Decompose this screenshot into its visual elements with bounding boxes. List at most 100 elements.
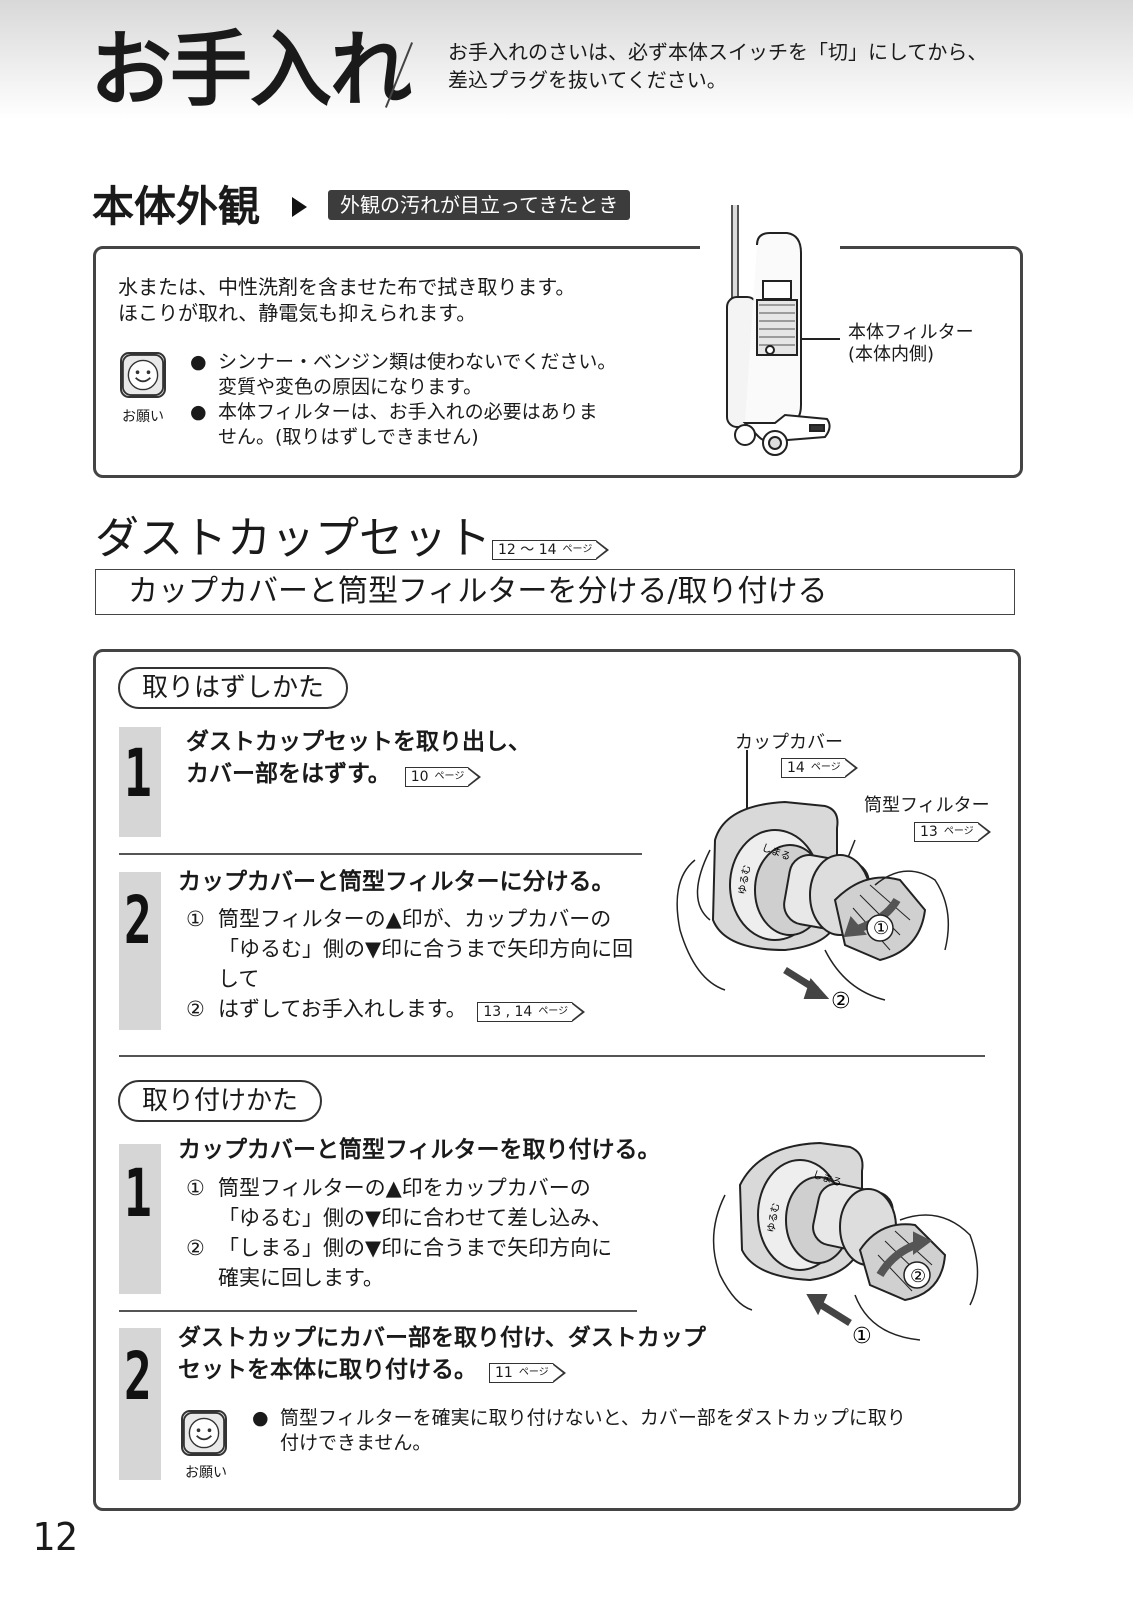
pageref-unit: ページ	[810, 762, 841, 773]
removal-step2-ref[interactable]: 13 , 14 ページ	[477, 1001, 585, 1022]
substep-line: 「ゆるむ」側の▼印に合わせて差し込み、	[218, 1206, 613, 1230]
divider	[119, 1055, 985, 1057]
removal-step2-head: カップカバーと筒型フィルターに分ける。	[178, 869, 615, 895]
attach-step2-line2: セットを本体に取り付ける。	[178, 1357, 477, 1383]
bullet-item: ● シンナー・ベンジン類は使わないでください。 変質や変色の原因になります。	[190, 350, 616, 400]
pageref-number: 14	[787, 760, 805, 776]
exterior-text-line2: ほこりが取れ、静電気も抑えられます。	[118, 301, 477, 325]
dust-cup-removal-illustration: ① ② しまる ゆるむ	[676, 750, 950, 1014]
pageref-unit: ページ	[562, 544, 593, 555]
attach-step1-substeps: ① 筒型フィルターの▲印をカップカバーの 「ゆるむ」側の▼印に合わせて差し込み、…	[186, 1173, 612, 1293]
removal-step1-text: ダストカップセットを取り出し、 カバー部をはずす。 10 ページ	[186, 726, 531, 790]
exterior-text: 水または、中性洗剤を含ませた布で拭き取ります。 ほこりが取れ、静電気も抑えられま…	[118, 274, 575, 326]
divider	[119, 1310, 637, 1312]
smile-face-icon	[181, 1410, 227, 1456]
header-note: お手入れのさいは、必ず本体スイッチを「切」にしてから、 差込プラグを抜いてくださ…	[448, 38, 987, 94]
arrow-right-icon	[292, 197, 307, 217]
filter-label-line2: (本体内側)	[848, 344, 935, 365]
circled-number: ①	[852, 1324, 872, 1349]
bullet-item: ● 本体フィルターは、お手入れの必要はありま せん。(取りはずしできません)	[190, 400, 616, 450]
attach-step2-ref[interactable]: 11 ページ	[489, 1362, 566, 1383]
bullet2-line2: せん。(取りはずしできません)	[218, 426, 479, 448]
circled-number: ①	[186, 1176, 205, 1200]
vacuum-cleaner-illustration	[726, 205, 831, 456]
header-note-line1: お手入れのさいは、必ず本体スイッチを「切」にしてから、	[448, 40, 988, 64]
attach-step2-text: ダストカップにカバー部を取り付け、ダストカップ セットを本体に取り付ける。 11…	[178, 1322, 706, 1386]
substep-line: 筒型フィルターの▲印をカップカバーの	[218, 1176, 591, 1200]
page-number: 12	[32, 1515, 78, 1559]
dustcup-title-ref[interactable]: 12 ～ 14 ページ	[492, 539, 610, 560]
dial-text: ゆるむ	[765, 1202, 782, 1234]
dustcup-subtitle: カップカバーと筒型フィルターを分ける/取り付ける	[128, 574, 828, 609]
pageref-unit: ページ	[434, 771, 465, 782]
circled-number: ②	[186, 997, 205, 1021]
substep-line: 「ゆるむ」側の▼印に合うまで矢印方向に回	[218, 937, 634, 961]
exterior-tag: 外観の汚れが目立ってきたとき	[328, 190, 631, 220]
exterior-bullets: ● シンナー・ベンジン類は使わないでください。 変質や変色の原因になります。 ●…	[190, 350, 616, 450]
pageref-number: 10	[410, 769, 429, 785]
step-bar	[119, 727, 161, 837]
page-title: お手入れ	[90, 23, 412, 118]
attach-note-line2: 付けできません。	[280, 1432, 432, 1454]
filter-label: 本体フィルター (本体内側)	[848, 322, 974, 366]
circled-number: ②	[831, 989, 851, 1014]
attach-step1-head: カップカバーと筒型フィルターを取り付ける。	[178, 1137, 661, 1163]
header-note-line2: 差込プラグを抜いてください。	[448, 68, 727, 92]
step-number: 1	[124, 1155, 152, 1232]
removal-step2-substeps: ① 筒型フィルターの▲印が、カップカバーの 「ゆるむ」側の▼印に合うまで矢印方向…	[186, 904, 633, 1024]
substep-line: 筒型フィルターの▲印が、カップカバーの	[218, 907, 612, 931]
pageref-number: 11	[495, 1365, 513, 1381]
dustcup-title: ダストカップセット	[95, 513, 491, 564]
exterior-text-line1: 水または、中性洗剤を含ませた布で拭き取ります。	[118, 275, 576, 299]
substep-line: はずしてお手入れします。	[218, 997, 467, 1021]
removal-step1-line2: カバー部をはずす。	[186, 761, 391, 787]
removal-step1-ref[interactable]: 10 ページ	[404, 766, 481, 787]
substep-line: 「しまる」側の▼印に合うまで矢印方向に	[218, 1236, 613, 1260]
circled-number: ①	[186, 907, 205, 931]
bullet-dot-icon: ●	[252, 1407, 269, 1429]
cup-cover-ref[interactable]: 14 ページ	[781, 757, 858, 778]
attach-note-line1: 筒型フィルターを確実に取り付けないと、カバー部をダストカップに取り	[280, 1407, 906, 1429]
pageref-number: 12 ～ 14	[498, 542, 557, 558]
step-bar	[119, 872, 161, 1030]
step-number: 2	[124, 882, 152, 959]
circled-number: ②	[910, 1266, 926, 1287]
subtitle-box	[95, 569, 1015, 615]
removal-step1-line1: ダストカップセットを取り出し、	[186, 729, 531, 755]
divider	[119, 853, 642, 855]
bullet-dot-icon: ●	[190, 351, 207, 373]
bullet1-line1: シンナー・ベンジン類は使わないでください。	[218, 351, 617, 373]
pageref-number: 13 , 14	[483, 1004, 533, 1020]
cup-cover-label: カップカバー	[735, 732, 843, 753]
exterior-box	[93, 246, 1023, 478]
filter-ref[interactable]: 13 ページ	[914, 821, 991, 842]
bullet2-line1: 本体フィルターは、お手入れの必要はありま	[218, 401, 598, 423]
attach-heading: 取り付けかた	[118, 1080, 323, 1122]
filter-label: 筒型フィルター	[864, 795, 990, 816]
bullet1-line2: 変質や変色の原因になります。	[218, 376, 483, 398]
attach-step2-line1: ダストカップにカバー部を取り付け、ダストカップ	[178, 1325, 706, 1351]
attach-note: ● 筒型フィルターを確実に取り付けないと、カバー部をダストカップに取り 付けでき…	[252, 1406, 906, 1456]
request-badge: お願い	[120, 352, 166, 426]
procedure-box	[93, 649, 1021, 1511]
dial-text: ゆるむ	[736, 864, 753, 896]
step-number: 2	[124, 1338, 152, 1415]
step-bar	[119, 1328, 161, 1480]
bullet-dot-icon: ●	[190, 401, 207, 423]
pageref-unit: ページ	[518, 1367, 549, 1378]
request-label: お願い	[122, 409, 164, 425]
pageref-unit: ページ	[943, 826, 974, 837]
substep-line: して	[218, 967, 260, 991]
circled-number: ①	[873, 918, 889, 939]
filter-pointer-line	[800, 338, 840, 340]
smile-face-icon	[120, 352, 166, 398]
dust-cup-attach-illustration: ② ① しまる ゆるむ	[712, 1141, 979, 1349]
header-band	[0, 0, 1133, 120]
pageref-unit: ページ	[538, 1006, 569, 1017]
request-label: お願い	[185, 1465, 227, 1481]
circled-number: ②	[186, 1236, 205, 1260]
pageref-number: 13	[920, 824, 938, 840]
request-badge: お願い	[181, 1410, 227, 1482]
exterior-title: 本体外観	[92, 182, 261, 231]
step-bar	[119, 1144, 161, 1294]
